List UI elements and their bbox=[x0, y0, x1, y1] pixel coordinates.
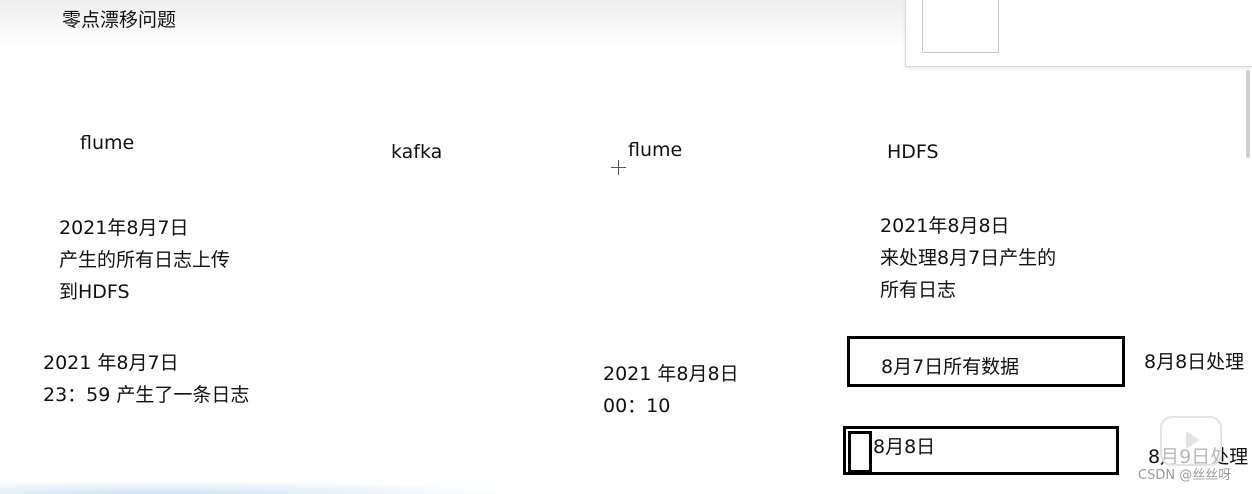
event-mid-date: 2021 年8月8日 bbox=[603, 363, 739, 385]
event-left-date: 2021 年8月7日 bbox=[43, 352, 179, 374]
stage-flume-1: flume bbox=[80, 132, 135, 154]
event-left-time: 23：59 产生了一条日志 bbox=[43, 384, 250, 406]
data-box-aug7[interactable] bbox=[847, 336, 1125, 387]
stage-kafka: kafka bbox=[391, 141, 443, 163]
thumbnail-panel bbox=[905, 0, 1252, 67]
right-note: 2021年8月8日 来处理8月7日产生的 所有日志 bbox=[880, 210, 1056, 306]
thumbnail-slot[interactable] bbox=[922, 0, 999, 53]
event-left: 2021 年8月7日 23：59 产生了一条日志 bbox=[43, 347, 249, 411]
data-box-aug7-label: 8月7日所有数据 bbox=[881, 356, 1020, 378]
page-title: 零点漂移问题 bbox=[62, 9, 177, 31]
right-note-line-1: 2021年8月8日 bbox=[880, 215, 1010, 237]
event-mid: 2021 年8月8日 00：10 bbox=[603, 358, 739, 422]
data-box-aug8-label: 8月8日 bbox=[873, 436, 936, 458]
data-box-aug8-marker bbox=[848, 431, 872, 473]
data-box-aug8[interactable] bbox=[843, 426, 1119, 475]
right-note-line-2: 来处理8月7日产生的 bbox=[880, 247, 1057, 269]
data-box-aug7-process-label: 8月8日处理 bbox=[1144, 351, 1245, 373]
tv-play-icon bbox=[1160, 416, 1222, 466]
event-mid-time: 00：10 bbox=[603, 395, 671, 417]
left-note-line-3: 到HDFS bbox=[59, 281, 130, 303]
stage-flume-2: flume bbox=[628, 139, 683, 161]
left-note-line-1: 2021年8月7日 bbox=[59, 217, 189, 239]
stage-hdfs: HDFS bbox=[887, 141, 939, 163]
crosshair-cursor-icon bbox=[611, 160, 626, 175]
right-note-line-3: 所有日志 bbox=[880, 279, 957, 301]
vertical-scrollbar[interactable] bbox=[1246, 70, 1250, 158]
bottom-decoration bbox=[0, 480, 520, 494]
left-note: 2021年8月7日 产生的所有日志上传 到HDFS bbox=[59, 212, 230, 308]
left-note-line-2: 产生的所有日志上传 bbox=[59, 249, 231, 271]
watermark: CSDN @丝丝呀 bbox=[1138, 468, 1232, 483]
